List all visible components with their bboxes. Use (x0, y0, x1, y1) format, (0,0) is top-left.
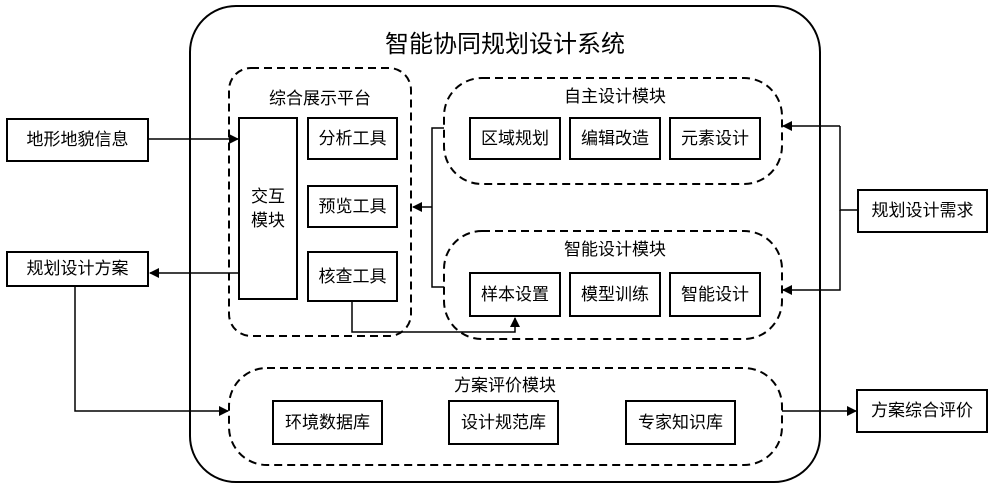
arrow-plan-to-evaluation (74, 286, 229, 416)
line-requirements-bus (839, 126, 858, 211)
requirements-box: 规划设计需求 (857, 189, 988, 233)
terrain-info-box: 地形地貌信息 (6, 118, 149, 162)
display-platform-frame (228, 67, 412, 337)
sample-setting-box: 样本设置 (469, 272, 561, 317)
environment-db-box: 环境数据库 (272, 400, 383, 445)
model-training-box: 模型训练 (569, 272, 661, 317)
line-modules-to-platform-bus (431, 127, 444, 288)
edit-transform-box: 编辑改造 (569, 117, 661, 160)
design-standards-box: 设计规范库 (448, 400, 559, 445)
system-frame (189, 5, 821, 483)
expert-knowledge-box: 专家知识库 (625, 400, 736, 445)
interaction-module-box: 交互 模块 (238, 117, 298, 300)
autonomous-module-title: 自主设计模块 (564, 87, 666, 107)
arrow-check-tool-to-sample (351, 302, 520, 333)
analysis-tool-box: 分析工具 (307, 117, 398, 160)
display-platform-title: 综合展示平台 (269, 89, 371, 109)
intelligent-design-box: 智能设计 (669, 272, 761, 317)
element-design-box: 元素设计 (669, 117, 761, 160)
intelligent-module-title: 智能设计模块 (564, 240, 666, 260)
intelligent-module-frame (443, 230, 783, 340)
interaction-module-line-2: 模块 (251, 210, 285, 231)
autonomous-module-frame (443, 77, 783, 185)
evaluation-module-frame (228, 367, 783, 466)
evaluation-module-title: 方案评价模块 (454, 376, 556, 396)
overall-evaluation-box: 方案综合评价 (856, 389, 988, 433)
interaction-module-line-1: 交互 (251, 186, 285, 207)
system-title: 智能协同规划设计系统 (385, 30, 625, 58)
preview-tool-box: 预览工具 (307, 185, 398, 228)
arrow-requirements-to-intelligent (782, 210, 841, 295)
check-tool-box: 核查工具 (307, 251, 398, 302)
region-planning-box: 区域规划 (469, 117, 561, 160)
plan-output-box: 规划设计方案 (6, 251, 149, 287)
